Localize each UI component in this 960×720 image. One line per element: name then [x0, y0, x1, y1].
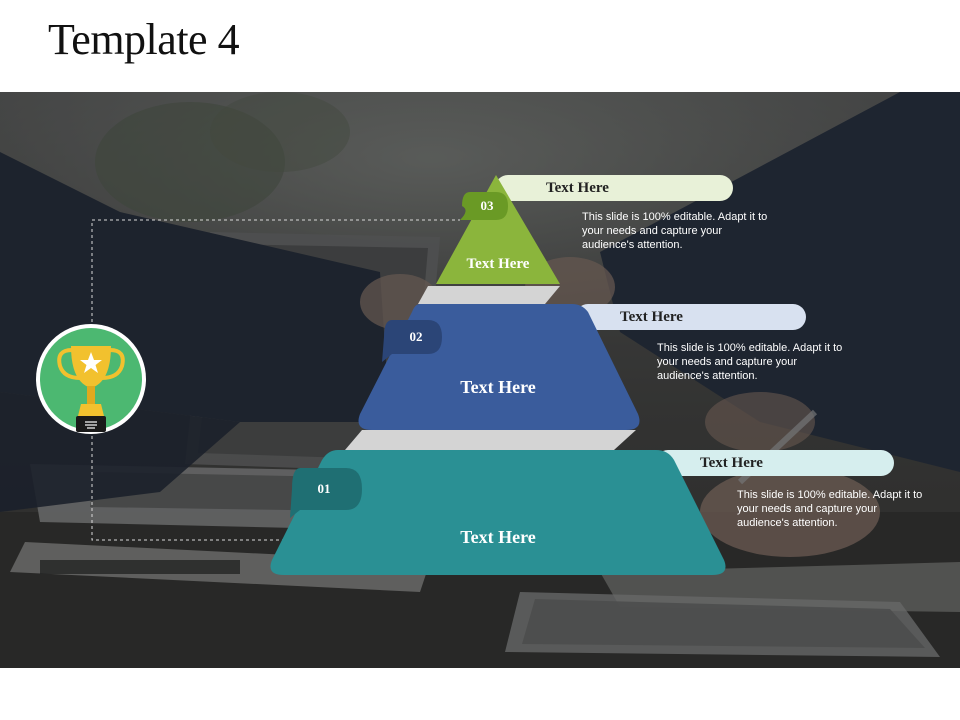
pyramid-level-03 — [436, 175, 560, 284]
level-label-03: Text Here — [466, 256, 530, 272]
number-badge-01 — [290, 468, 362, 518]
description-03: This slide is 100% editable. Adapt it to… — [582, 211, 768, 251]
pyramid-separator — [418, 286, 560, 304]
level-label-02: Text Here — [460, 377, 536, 397]
description-02: This slide is 100% editable. Adapt it to… — [657, 342, 843, 382]
pyramid-level-01 — [270, 450, 726, 575]
description-01: This slide is 100% editable. Adapt it to… — [737, 489, 923, 529]
tab-bar-01 — [655, 450, 894, 476]
trophy-icon — [34, 322, 148, 436]
level-label-01: Text Here — [460, 527, 536, 547]
pyramid-separator — [345, 430, 636, 450]
tab-label-03: Text Here — [546, 180, 609, 196]
connector-line — [91, 436, 300, 541]
tab-bar-03 — [495, 175, 733, 201]
number-badge-02 — [382, 320, 442, 362]
tab-label-01: Text Here — [700, 455, 763, 471]
connector-line — [91, 219, 460, 322]
number-02: 02 — [409, 329, 423, 344]
page-title: Template 4 — [48, 15, 240, 64]
number-01: 01 — [317, 481, 331, 496]
number-03: 03 — [480, 198, 494, 213]
number-badge-03 — [460, 192, 508, 220]
tab-label-02: Text Here — [620, 309, 683, 325]
tab-bar-02 — [575, 304, 806, 330]
